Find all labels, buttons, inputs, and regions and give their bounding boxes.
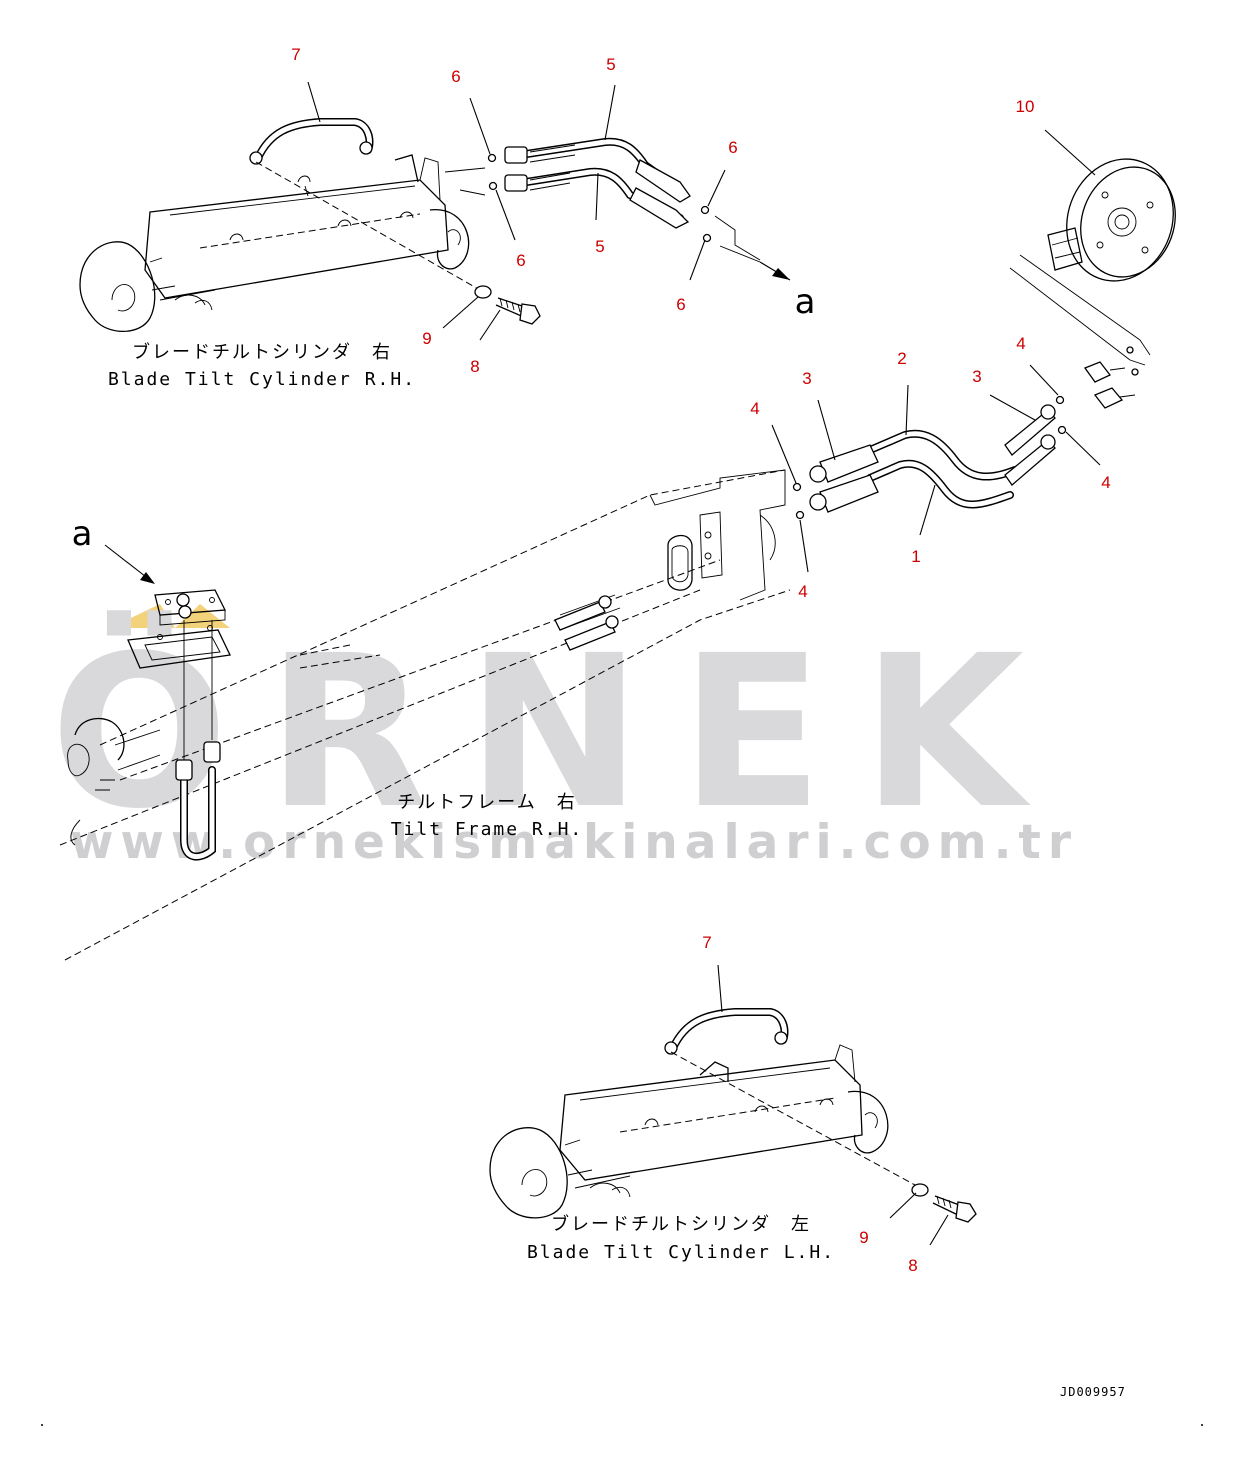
callout-2: 2: [897, 349, 906, 368]
caption-lh-cylinder-en: Blade Tilt Cylinder L.H.: [527, 1242, 835, 1263]
callout-8-bottom: 8: [908, 1256, 917, 1275]
callout-7-top: 7: [291, 45, 300, 64]
cylinder-rh-drawing: [79, 154, 470, 332]
reference-letter-a-right: a: [795, 282, 816, 322]
caption-tilt-frame-en: Tilt Frame R.H.: [391, 819, 584, 840]
caption-tilt-frame-jp: チルトフレーム 右: [397, 792, 576, 813]
bolt-washer-bottom: [911, 1183, 977, 1223]
callout-5-upper: 5: [606, 55, 615, 74]
callout-3-right: 3: [972, 367, 981, 386]
swivel-part-10: [1009, 158, 1176, 366]
watermark-url: www.ornekismakinalari.com.tr: [70, 815, 1078, 870]
watermark-logo-accent-right: [175, 604, 230, 628]
caption-lh-cylinder-jp: ブレードチルトシリンダ 左: [551, 1213, 811, 1235]
callout-5-lower: 5: [595, 237, 604, 256]
caption-rh-cylinder-en: Blade Tilt Cylinder R.H.: [108, 369, 416, 390]
tilt-frame-drawing: [59, 469, 791, 961]
leader-lines: [307, 81, 1101, 1246]
callout-9-top: 9: [422, 329, 431, 348]
caption-rh-cylinder-jp: ブレードチルトシリンダ 右: [132, 341, 392, 363]
manifold-block: [104, 544, 231, 669]
callout-1: 1: [911, 547, 920, 566]
document-id: JD009957: [1060, 1385, 1126, 1399]
pipes-part-1-2: [792, 404, 1056, 520]
callout-4-top-right: 4: [1016, 334, 1025, 353]
callout-6-upper-right: 6: [728, 138, 737, 157]
callout-4-right: 4: [1101, 473, 1110, 492]
elbow-fittings-right: [1055, 346, 1139, 435]
handle-part-7-bottom: [664, 1008, 916, 1186]
callout-8-top: 8: [470, 357, 479, 376]
cylinder-lh-drawing: [489, 1044, 889, 1219]
callout-4-left: 4: [750, 399, 759, 418]
callout-10: 10: [1016, 97, 1035, 116]
callout-4-bottom: 4: [798, 582, 807, 601]
callout-6-upper-left: 6: [451, 67, 460, 86]
callout-6-lower-left: 6: [516, 251, 525, 270]
callout-labels: 7 6 5 6 5 6 6 9 8 10 2 3 3 4 4 4 1 4 7 9…: [291, 45, 1110, 1275]
captions: ブレードチルトシリンダ 右 Blade Tilt Cylinder R.H. チ…: [108, 341, 835, 1263]
callout-7-bottom: 7: [702, 933, 711, 952]
callout-3-left: 3: [802, 369, 811, 388]
hoses-part-5: [444, 137, 791, 281]
bolt-washer-top: [474, 285, 541, 325]
callout-9-bottom: 9: [859, 1228, 868, 1247]
reference-letter-a-left: a: [72, 514, 93, 554]
callout-6-lower-right: 6: [676, 295, 685, 314]
